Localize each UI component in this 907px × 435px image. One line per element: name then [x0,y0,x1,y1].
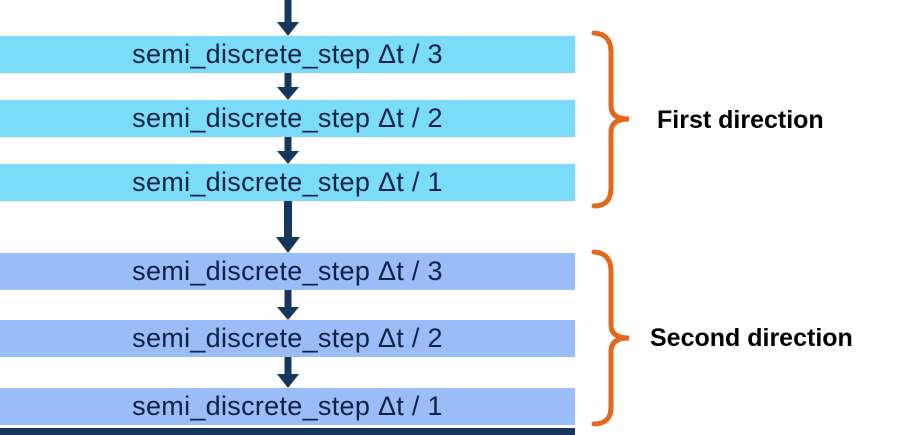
second-direction-label: Second direction [650,324,853,352]
brace-bracket-icon [591,249,630,427]
continuation-bar [0,428,575,435]
first-direction-label: First direction [657,106,824,134]
step-bar-first-dt2: semi_discrete_step Δt / 2 [0,100,575,137]
down-arrow-icon [277,290,299,320]
down-arrow-icon [277,73,299,100]
brace-bracket-icon [591,30,630,209]
step-bar-first-dt3: semi_discrete_step Δt / 3 [0,36,575,73]
step-bar-second-dt1: semi_discrete_step Δt / 1 [0,388,575,425]
down-arrow-icon [277,137,299,164]
step-bar-second-dt3: semi_discrete_step Δt / 3 [0,253,575,290]
step-bar-first-dt1: semi_discrete_step Δt / 1 [0,164,575,201]
down-arrow-icon [276,201,300,253]
down-arrow-icon [277,357,299,388]
step-bar-second-dt2: semi_discrete_step Δt / 2 [0,320,575,357]
down-arrow-icon [277,0,299,36]
